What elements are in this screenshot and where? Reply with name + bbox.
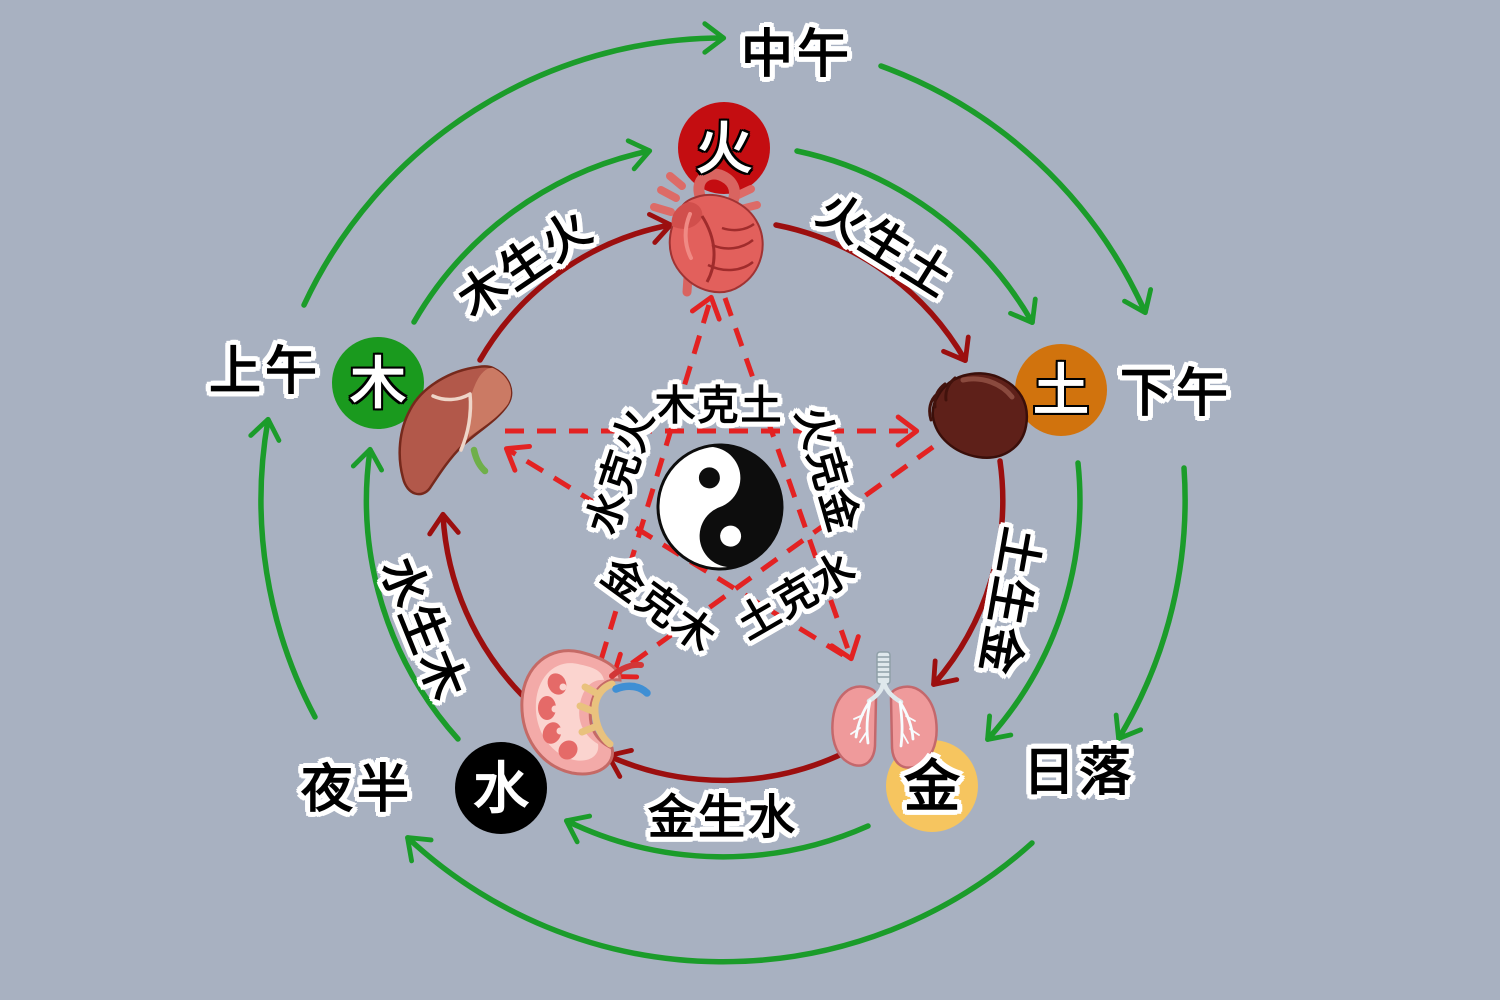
spleen-icon [928,372,1029,459]
generating-label-metal-water: 金生水 [648,790,798,846]
earth-circle [1015,344,1107,436]
outer-arc-afternoon-to-sunset [1113,465,1188,742]
metal-element-char: 金 [904,755,960,820]
outer-arc-noon-to-afternoon [878,63,1154,316]
middle-arc-wood-to-fire [411,138,653,325]
time-label-noon: 中午 [740,25,854,85]
time-label-morning: 上午 [208,342,322,402]
generating-arc-earth-to-metal [931,458,1006,687]
middle-arc-earth-to-metal [985,460,1083,742]
lungs-icon [831,651,938,769]
middle-cycle-ring [350,138,1083,860]
outer-arc-morning-to-noon [301,21,727,308]
overcoming-cycle-star [503,294,935,680]
wood-element-char: 木 [350,352,406,417]
generating-arc-metal-to-water [605,747,849,784]
overcoming-line-metal-to-wood [503,443,845,658]
time-label-midnight: 夜半 [300,760,414,820]
water-element-char: 水 [473,757,529,822]
element-circles [332,102,1107,834]
generating-arc-wood-to-fire [477,211,674,363]
generating-arc-fire-to-earth [773,222,971,364]
outer-arc-sunset-to-midnight [405,835,1035,965]
generating-cycle-ring [427,211,1006,784]
middle-arc-fire-to-earth [794,148,1038,326]
overcoming-line-earth-to-water [610,444,935,680]
liver-icon [398,365,513,496]
outer-cycle-ring [248,21,1188,965]
outer-arc-midnight-to-morning [248,416,318,720]
middle-arc-metal-to-water [563,813,871,860]
middle-arc-water-to-wood [350,446,461,742]
time-label-sunset: 日落 [1022,743,1136,803]
overcoming-label-wood-earth: 木克土 [654,381,784,430]
generating-arc-water-to-wood [427,511,525,698]
kidney-icon [520,649,651,776]
fire-circle [678,102,770,194]
wood-circle [332,337,424,429]
earth-element-char: 土 [1033,359,1089,424]
fire-element-char: 火 [696,117,752,182]
heart-icon [650,168,764,297]
time-label-afternoon: 下午 [1119,364,1233,424]
yin-yang-icon [656,443,784,571]
water-circle [455,742,547,834]
